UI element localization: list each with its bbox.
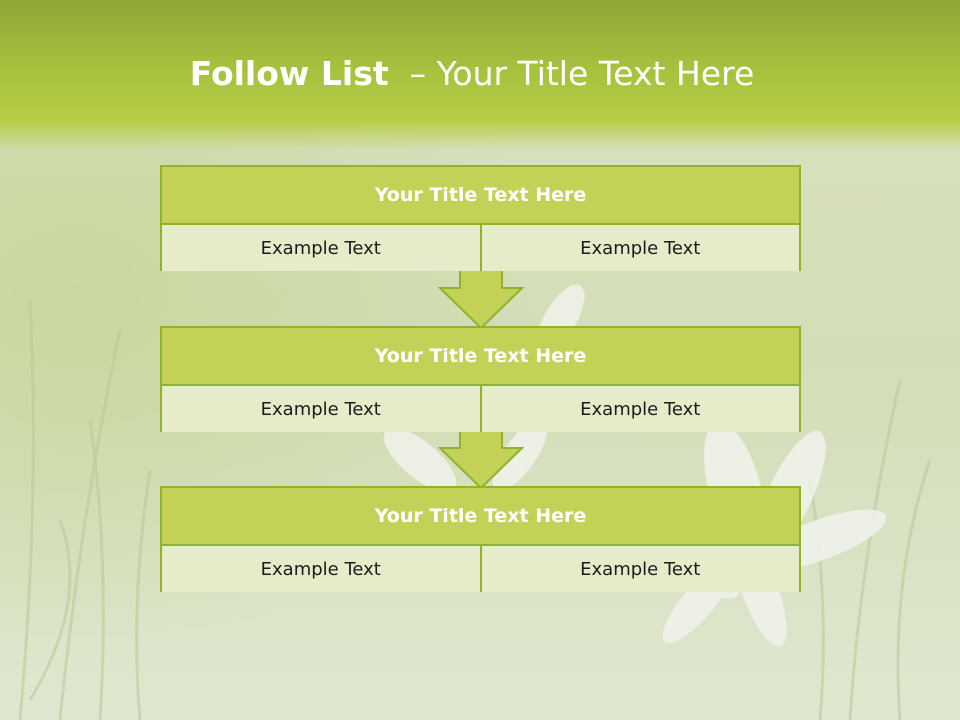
down-arrow-icon [438,429,524,490]
title-banner [0,0,960,150]
block-cell-left: Example Text [162,386,480,432]
down-arrow-icon [438,269,524,330]
block-cell-left: Example Text [162,225,480,271]
page-title-bold: Follow List [189,54,389,93]
list-block-3: Your Title Text Here Example Text Exampl… [160,486,801,592]
block-cell-right: Example Text [479,225,799,271]
block-title: Your Title Text Here [162,167,799,225]
block-title: Your Title Text Here [162,488,799,546]
block-cell-right: Example Text [479,546,799,592]
page-title: Follow List – Your Title Text Here [0,54,944,93]
block-title: Your Title Text Here [162,328,799,386]
block-cell-right: Example Text [479,386,799,432]
list-block-2: Your Title Text Here Example Text Exampl… [160,326,801,432]
page-title-rest: – Your Title Text Here [388,54,755,93]
block-cell-left: Example Text [162,546,480,592]
list-block-1: Your Title Text Here Example Text Exampl… [160,165,801,271]
